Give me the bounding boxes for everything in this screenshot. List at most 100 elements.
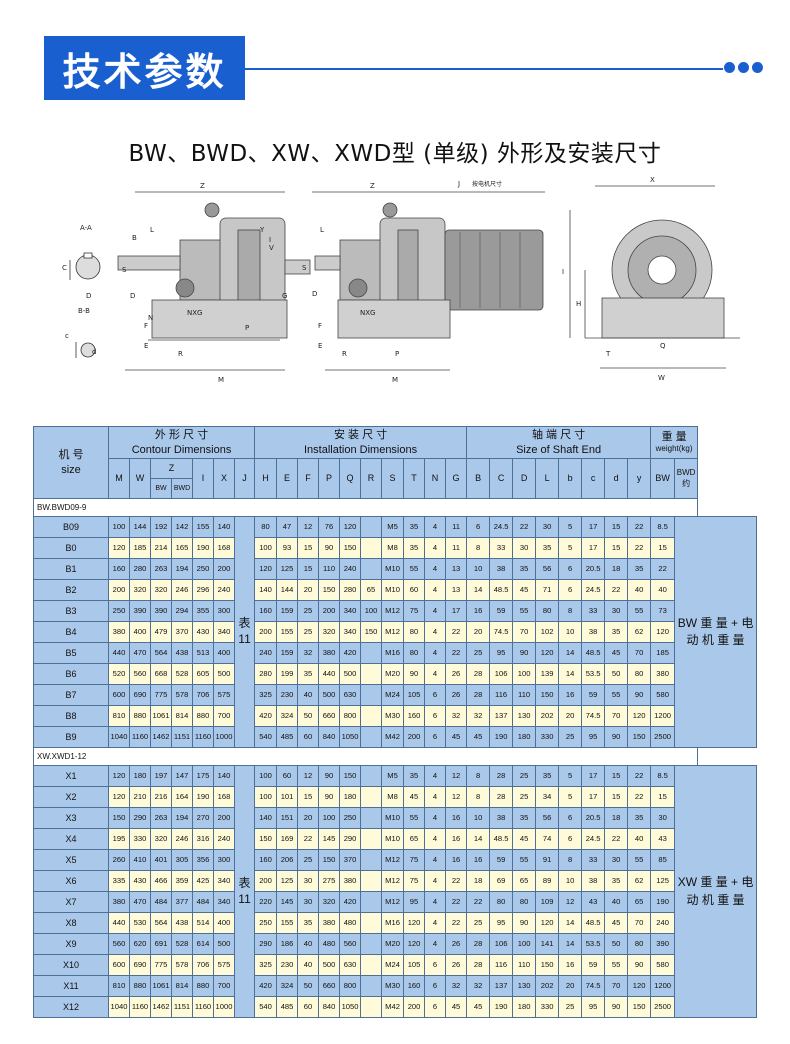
table-cell: 110 (512, 684, 537, 706)
dim-label: B-B (78, 307, 90, 315)
table-cell: 320 (318, 891, 341, 913)
table-cell: 38 (581, 621, 606, 643)
dim-label: L (320, 226, 324, 234)
weight-note-cell: XW 重 量 + 电 动 机 重 量 (674, 765, 757, 1018)
contour-header-cn: 外 形 尺 寸 (154, 429, 209, 442)
table-cell: M42 (381, 996, 405, 1018)
size-cell: B3 (33, 600, 109, 622)
dim-label: Y (259, 226, 265, 234)
table-cell: 1462 (150, 996, 172, 1018)
table-cell: 6 (424, 996, 447, 1018)
table-cell: 200 (403, 726, 426, 748)
col-header: E (276, 458, 299, 499)
table-cell: 90 (627, 954, 652, 976)
table-cell: 22 (627, 765, 652, 787)
table-cell: 11 (445, 516, 468, 538)
table-cell: 95 (581, 996, 606, 1018)
table-cell: 15 (650, 786, 676, 808)
table-cell: 24.5 (489, 516, 514, 538)
table-cell: 190 (489, 726, 514, 748)
size-cell: X11 (33, 975, 109, 997)
table-cell: 48.5 (489, 579, 514, 601)
table-cell: 5 (558, 786, 583, 808)
table-cell: 35 (403, 765, 426, 787)
table-cell: 80 (627, 933, 652, 955)
table-cell (360, 642, 383, 664)
installation-header: 安 装 尺 寸 Installation Dimensions (254, 426, 468, 459)
table-cell: 17 (581, 537, 606, 559)
table-cell: 125 (276, 558, 299, 580)
table-cell: 316 (192, 828, 214, 850)
table-cell: 55 (604, 684, 629, 706)
table-cell: 192 (150, 516, 172, 538)
shaft-section-detail: A-A C D B-B c d (62, 224, 101, 358)
table-cell: 144 (276, 579, 299, 601)
table-cell: 190 (650, 891, 676, 913)
table-cell: 45 (466, 996, 491, 1018)
table-cell: 65 (627, 891, 652, 913)
table-cell: 105 (403, 684, 426, 706)
table-cell: 466 (150, 870, 172, 892)
table-cell: 356 (192, 849, 214, 871)
table-cell: 8.5 (650, 765, 676, 787)
dim-label: P (395, 350, 399, 358)
table-cell: 14 (558, 642, 583, 664)
table-cell: 4 (424, 765, 447, 787)
table-cell: 240 (650, 912, 676, 934)
table-cell: 199 (276, 663, 299, 685)
table-cell: 325 (254, 954, 278, 976)
table-cell: 4 (424, 516, 447, 538)
table-cell: 80 (512, 891, 537, 913)
table-cell: 25 (297, 600, 320, 622)
table-cell: 20.5 (581, 807, 606, 829)
table-cell: 14 (466, 579, 491, 601)
table-cell: 80 (403, 621, 426, 643)
table-cell (360, 705, 383, 727)
col-header: D (512, 458, 537, 499)
table-cell: 30 (604, 849, 629, 871)
table-cell: 6 (424, 705, 447, 727)
table-cell: 514 (192, 912, 214, 934)
table-cell: 24.5 (581, 828, 606, 850)
table-cell: 28 (489, 786, 514, 808)
table-cell: 13 (445, 579, 468, 601)
table-cell: 70 (627, 642, 652, 664)
table-cell: 55 (403, 807, 426, 829)
table-cell: 668 (150, 663, 172, 685)
table-cell: 17 (581, 765, 606, 787)
table-cell: 125 (650, 870, 676, 892)
table-cell: 290 (339, 828, 362, 850)
table-cell: 706 (192, 684, 214, 706)
table-cell: M24 (381, 684, 405, 706)
col-header: L (535, 458, 560, 499)
table-cell: 200 (254, 621, 278, 643)
table-cell: 120 (650, 621, 676, 643)
table-cell: 50 (297, 975, 320, 997)
table-cell (360, 516, 383, 538)
table-cell: 151 (276, 807, 299, 829)
table-cell: 56 (535, 558, 560, 580)
dim-label: F (144, 322, 148, 330)
size-cell: B7 (33, 684, 109, 706)
table-cell: 139 (535, 663, 560, 685)
table-cell: 28 (466, 663, 491, 685)
table-cell (360, 828, 383, 850)
table-cell: 110 (318, 558, 341, 580)
table-cell: 600 (108, 684, 130, 706)
dimension-table: 机 号 size 外 形 尺 寸 Contour Dimensions 安 装 … (32, 426, 757, 1018)
table-cell: 4 (424, 828, 447, 850)
table-cell: 540 (254, 726, 278, 748)
table-cell: 377 (171, 891, 193, 913)
table-cell: 340 (213, 621, 235, 643)
table-cell: 25 (558, 996, 583, 1018)
table-cell: 296 (192, 579, 214, 601)
table-cell (360, 912, 383, 934)
weight-header: 重 量 weight(kg) (650, 426, 699, 459)
table-cell: 200 (403, 996, 426, 1018)
table-cell: 430 (192, 621, 214, 643)
table-ref-cell: 表 11 (233, 516, 256, 748)
col-header: N (424, 458, 447, 499)
table-cell: 80 (535, 600, 560, 622)
table-cell: 578 (171, 684, 193, 706)
